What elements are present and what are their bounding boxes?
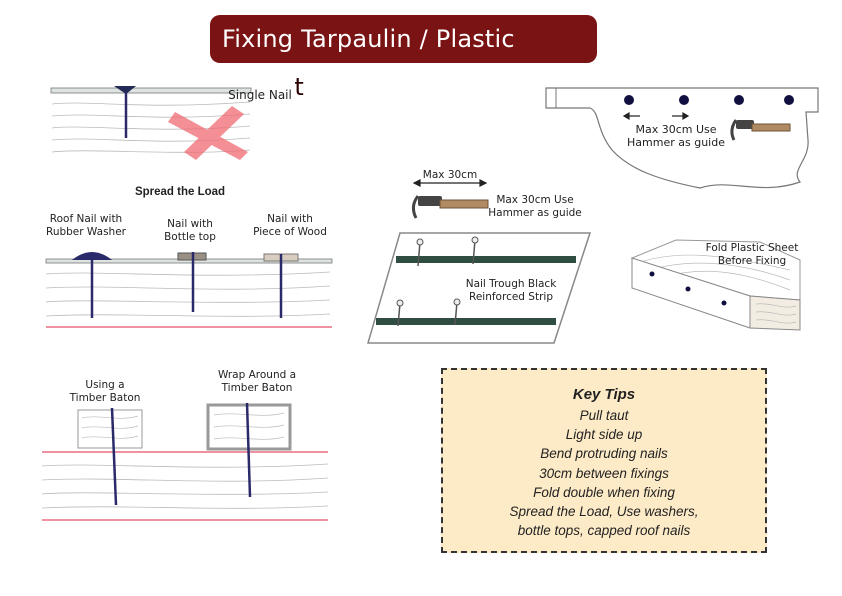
max30-hammer-top-label-line2: Hammer as guide (627, 136, 725, 149)
key-tips-box: Key Tips Pull taut Light side up Bend pr… (441, 368, 767, 553)
max30-hammer-label: Max 30cm Use Hammer as guide (488, 194, 582, 220)
key-tip-item: Bend protruding nails (540, 446, 668, 462)
page-title: Fixing Tarpaulin / Plastic Sheett (210, 15, 597, 101)
sheet-panel (367, 232, 592, 344)
bottle-top-label-line2: Bottle top (164, 231, 216, 243)
timber-baton-label-line1: Using a (85, 379, 125, 391)
roof-nail-label-line1: Roof Nail with (49, 213, 123, 225)
fold-sheet-label: Fold Plastic Sheet Before Fixing (700, 242, 804, 268)
piece-wood-label: Nail with Piece of Wood (244, 213, 336, 239)
piece-wood-label-line1: Nail with (267, 213, 313, 225)
cross-mark-icon (168, 106, 248, 160)
roof-nail-label: Roof Nail with Rubber Washer (38, 213, 134, 239)
nail-trough-label-line2: Reinforced Strip (469, 291, 553, 303)
wrap-baton-label-line1: Wrap Around a (217, 369, 297, 381)
hammer-icon-top (730, 119, 791, 141)
bottle-top-label: Nail with Bottle top (150, 218, 230, 244)
key-tip-item: Fold double when fixing (533, 484, 675, 500)
key-tip-item: bottle tops, capped roof nails (517, 523, 691, 539)
timber-baton-wood (41, 451, 329, 521)
roof-nail-washer (72, 252, 112, 318)
bottle-top-label-line1: Nail with (167, 218, 213, 230)
nail-trough-label: Nail Trough Black Reinforced Strip (458, 278, 564, 304)
hammer-icon (411, 195, 489, 219)
arrow-range-icon (412, 179, 488, 187)
max30-hammer-label-line1: Max 30cm Use (496, 194, 574, 206)
timber-baton-label: Using a Timber Baton (62, 379, 148, 405)
spread-load-wood (45, 258, 333, 328)
timber-baton-block (77, 407, 143, 506)
key-tips-title: Key Tips (572, 386, 636, 403)
fold-sheet-label-line2: Before Fixing (717, 255, 787, 267)
fold-top-panel (545, 87, 819, 189)
key-tip-item: Pull taut (579, 408, 629, 423)
title-extra: t (294, 73, 305, 101)
key-tip-item: 30cm between fixings (539, 465, 669, 481)
title-text: Fixing Tarpaulin / Plastic Sheet (222, 25, 515, 101)
timber-baton-label-line2: Timber Baton (69, 392, 141, 404)
key-tip-item: Light side up (565, 427, 643, 443)
wrap-baton-label: Wrap Around a Timber Baton (204, 369, 310, 395)
nail-trough-label-line1: Nail Trough Black (465, 278, 557, 290)
single-nail-label: Single Nail (228, 88, 292, 102)
max30-hammer-top-label-line1: Max 30cm Use (635, 123, 717, 136)
wrap-baton-label-line2: Timber Baton (221, 382, 293, 394)
max30-hammer-label-line2: Hammer as guide (488, 207, 582, 219)
spread-load-heading: Spread the Load (134, 186, 226, 198)
bottle-top-nail (177, 252, 207, 312)
wood-piece-nail (263, 253, 299, 318)
wrapped-baton-block (206, 402, 292, 498)
max30-label: Max 30cm (422, 169, 478, 181)
single-nail (114, 86, 136, 138)
fold-sheet-panel (630, 239, 801, 331)
max30-hammer-top-label: Max 30cm Use Hammer as guide (624, 123, 728, 149)
key-tip-item: Spread the Load, Use washers, (509, 504, 699, 520)
piece-wood-label-line2: Piece of Wood (253, 226, 327, 238)
fold-sheet-label-line1: Fold Plastic Sheet (705, 242, 799, 254)
roof-nail-label-line2: Rubber Washer (46, 226, 126, 238)
